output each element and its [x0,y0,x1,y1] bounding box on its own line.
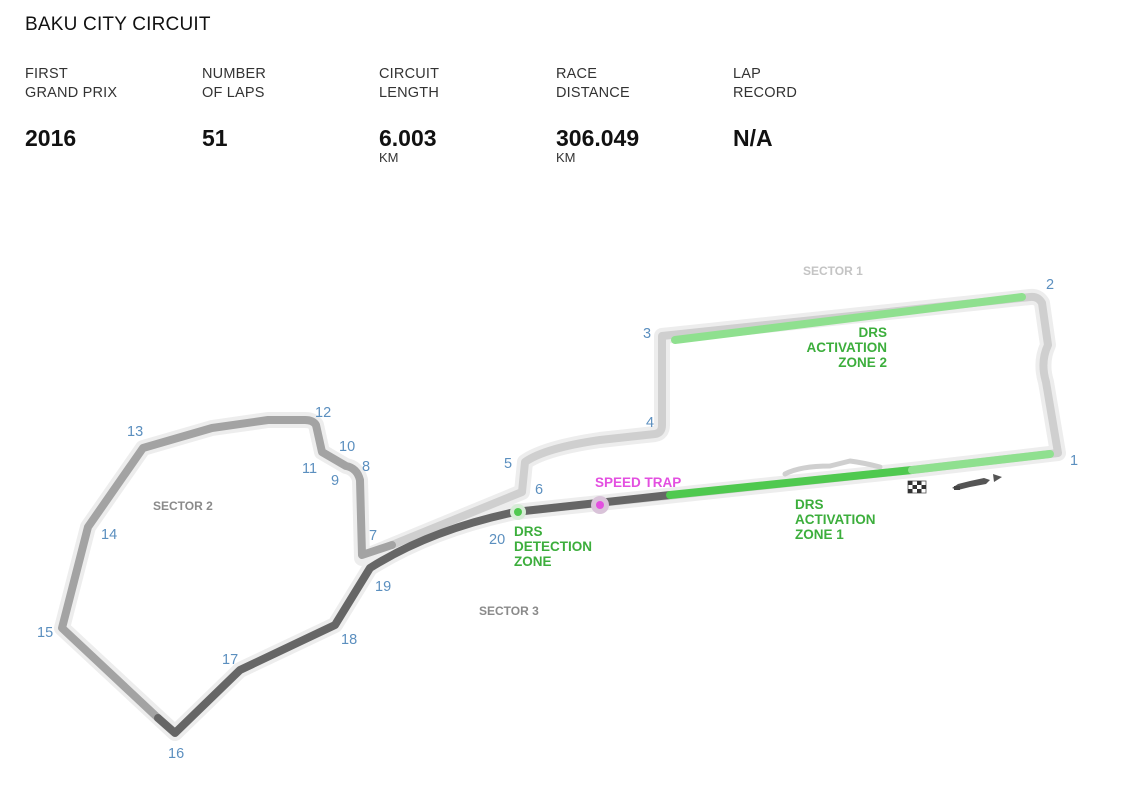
stat-value: 306.049 [556,125,640,151]
drs-zone-1-label-2: ACTIVATION [795,512,876,527]
drs-zone-1-track [666,466,916,499]
sector-3-label: SECTOR 3 [479,604,539,618]
turn-number: 2 [1046,277,1054,293]
drs-zone-1-label-3: ZONE 1 [795,527,844,542]
turn-number: 3 [643,326,651,342]
drs-zone-2-label-2: ACTIVATION [807,340,888,355]
track-halo [54,288,1066,741]
f1-car-icon [952,478,990,490]
stat-label: RACE DISTANCE [556,66,630,101]
stat-first-grand-prix: FIRST GRAND PRIX 2016 [25,65,195,151]
turn-number: 10 [339,439,355,455]
drs-zone-1-track-extended [908,450,1054,474]
stat-lap-record: LAP RECORD N/A [733,65,903,151]
direction-arrow-icon [993,474,1002,482]
stat-value: 6.003 [379,125,437,151]
stat-unit: KM [556,150,576,165]
stat-value: N/A [733,125,773,151]
turn-number: 12 [315,405,331,421]
stat-label: NUMBER OF LAPS [202,66,267,101]
stat-circuit-length: CIRCUIT LENGTH 6.003 KM [379,65,549,165]
speed-trap-label: SPEED TRAP [595,475,681,490]
turn-number: 9 [331,473,339,489]
turn-number: 16 [168,746,184,762]
turn-number: 15 [37,625,53,641]
circuit-stats: FIRST GRAND PRIX 2016 NUMBER OF LAPS 51 … [25,65,925,175]
track-sector-1 [388,292,1062,549]
turn-number: 6 [535,482,543,498]
drs-detection-label-2: DETECTION [514,539,592,554]
stat-value: 2016 [25,125,77,151]
drs-zone-2-label-1: DRS [858,325,887,340]
turn-number: 13 [127,424,143,440]
drs-zone-2-label-3: ZONE 2 [838,355,887,370]
turn-number: 4 [646,415,654,431]
stat-number-of-laps: NUMBER OF LAPS 51 [202,65,372,151]
turn-number: 1 [1070,453,1078,469]
stat-value: 51 [202,125,228,151]
turn-number: 8 [362,459,370,475]
track-sector-3 [154,491,674,737]
turn-number: 11 [302,461,317,477]
drs-zone-1-label-1: DRS [795,497,824,512]
turn-number: 7 [369,528,377,544]
stat-unit: KM [379,150,399,165]
drs-zone-2-track [671,293,1026,344]
turn-number: 19 [375,579,391,595]
stat-label: CIRCUIT LENGTH [379,66,440,101]
drs-detection-label-3: ZONE [514,554,552,569]
turn-number: 14 [101,527,117,543]
drs-detection-point-icon [514,508,522,516]
turn-number: 17 [222,652,238,668]
circuit-title: BAKU CITY CIRCUIT [25,14,211,35]
pit-lane [782,458,883,477]
drs-detection-label-1: DRS [514,524,543,539]
stat-label: FIRST GRAND PRIX [25,66,118,101]
turn-number: 20 [489,532,505,548]
turn-number: 5 [504,456,512,472]
turn-number: 18 [341,632,357,648]
sector-1-label: SECTOR 1 [803,264,863,278]
track-sector-2 [58,416,396,722]
track-layout [54,288,1066,741]
stat-race-distance: RACE DISTANCE 306.049 KM [556,65,726,165]
sector-2-label: SECTOR 2 [153,499,213,513]
speed-trap-point-icon [596,501,604,509]
checkered-flag-icon [907,480,927,494]
stat-label: LAP RECORD [733,66,798,101]
